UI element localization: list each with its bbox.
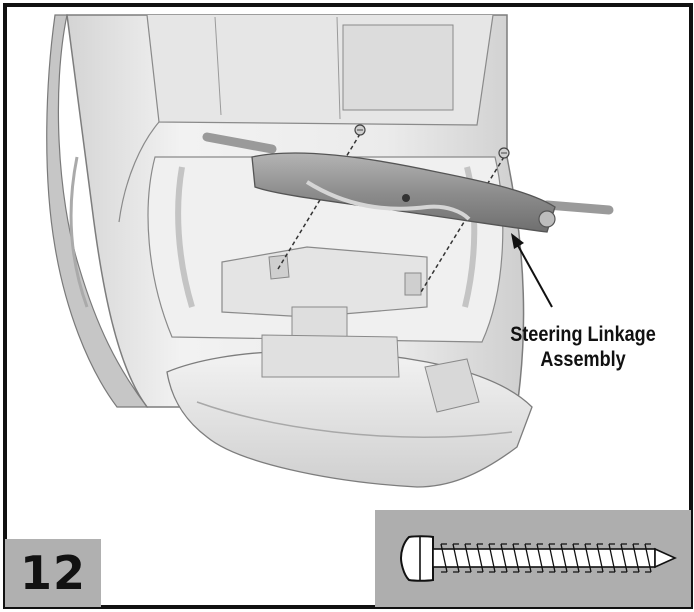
screw-icon xyxy=(399,535,677,582)
hardware-box xyxy=(375,510,691,607)
alignment-guides xyxy=(277,133,505,293)
steering-linkage-assembly xyxy=(202,132,614,233)
step-frame: Steering Linkage Assembly 12 xyxy=(3,3,693,609)
callout-arrow xyxy=(511,233,553,308)
callout-line-2: Assembly xyxy=(540,348,626,371)
mounting-screw xyxy=(354,124,510,159)
callout-line-1: Steering Linkage xyxy=(510,323,656,346)
step-number-box: 12 xyxy=(5,539,101,607)
front-bumper xyxy=(166,334,533,488)
step-number: 12 xyxy=(19,546,86,600)
assembly-illustration xyxy=(46,14,614,488)
steering-linkage-label: Steering Linkage Assembly xyxy=(499,322,668,372)
